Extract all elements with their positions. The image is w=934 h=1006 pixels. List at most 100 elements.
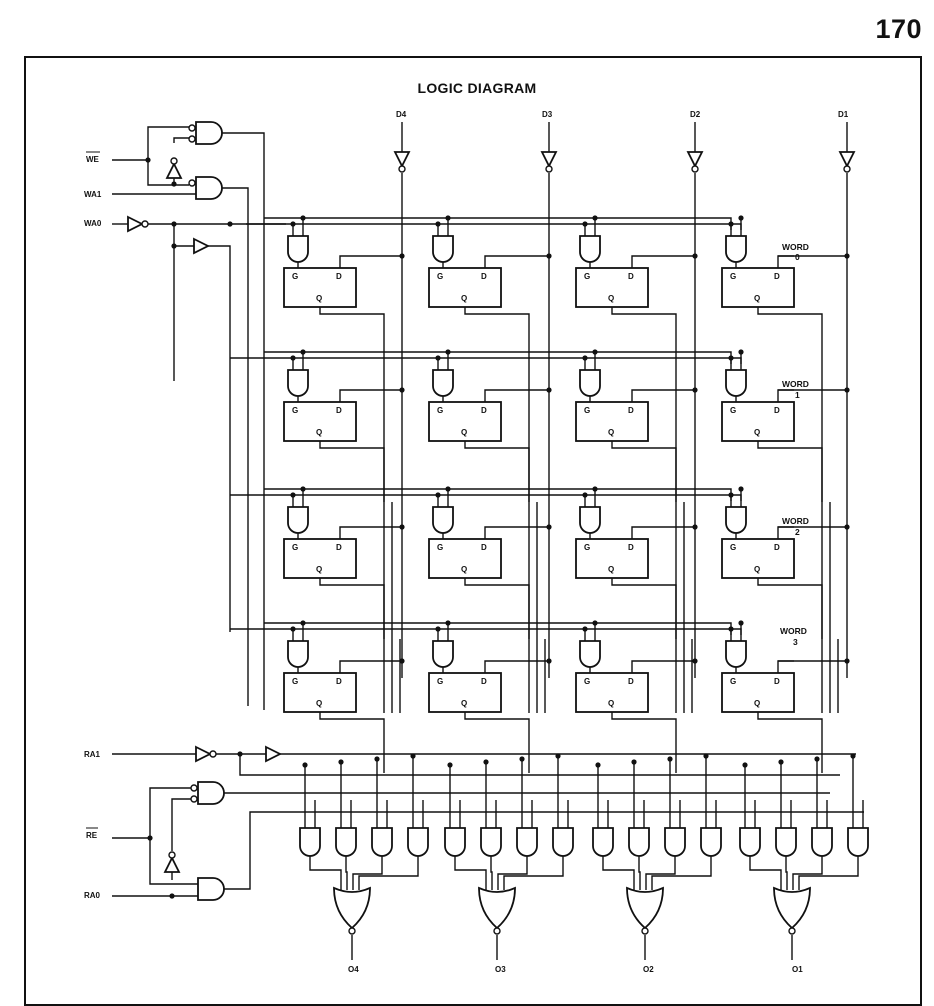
- wire: [352, 856, 383, 890]
- and-gate: [725, 640, 747, 668]
- junction-dot: [546, 387, 552, 393]
- diagram-title: LOGIC DIAGRAM: [417, 80, 537, 96]
- junction-dot: [302, 762, 308, 768]
- inversion-bubble: [190, 795, 198, 803]
- inversion-bubble: [348, 927, 356, 935]
- junction-dot: [227, 221, 233, 227]
- wire: [757, 307, 823, 368]
- wire: [631, 389, 695, 402]
- latch-box: [428, 267, 502, 308]
- wire: [319, 578, 385, 639]
- and-gate: [371, 827, 393, 857]
- d4-label: D4: [396, 110, 407, 119]
- inversion-bubble: [170, 157, 178, 165]
- wire: [631, 526, 695, 539]
- buffer-gate: [686, 151, 704, 169]
- latch-data-label: D: [628, 677, 634, 686]
- wire: [319, 307, 385, 368]
- junction-dot: [738, 349, 744, 355]
- latch-gate-label: G: [292, 677, 298, 686]
- latch-box: [575, 538, 649, 579]
- junction-dot: [692, 658, 698, 664]
- latch-gate-label: G: [730, 543, 736, 552]
- junction-dot: [738, 486, 744, 492]
- and-gate: [287, 369, 309, 397]
- latch-data-label: D: [628, 272, 634, 281]
- wire: [777, 660, 847, 673]
- latch-data-label: D: [481, 272, 487, 281]
- ra0-label: RA0: [84, 891, 101, 900]
- junction-dot: [546, 524, 552, 530]
- latch-box: [721, 267, 795, 308]
- o2-label: O2: [643, 965, 654, 974]
- latch-data-label: D: [481, 543, 487, 552]
- latch-q-label: Q: [608, 428, 614, 437]
- latch-q-label: Q: [461, 565, 467, 574]
- junction-dot: [169, 893, 175, 899]
- and-gate: [432, 235, 454, 263]
- and-gate: [444, 827, 466, 857]
- latch-box: [283, 401, 357, 442]
- and-gate: [299, 827, 321, 857]
- latch-q-label: Q: [608, 699, 614, 708]
- latch-q-label: Q: [461, 699, 467, 708]
- wire: [464, 578, 530, 639]
- and-gate: [516, 827, 538, 857]
- latch-data-label: D: [628, 543, 634, 552]
- inversion-bubble: [168, 851, 176, 859]
- junction-dot: [844, 658, 850, 664]
- and-gate: [847, 827, 869, 857]
- o1-label: O1: [792, 965, 803, 974]
- word2-index: 2: [795, 527, 800, 537]
- d1-label: D1: [838, 110, 849, 119]
- and-gate: [628, 827, 650, 857]
- junction-dot: [447, 762, 453, 768]
- buffer-gate: [127, 215, 145, 233]
- we-label: WE: [86, 155, 100, 164]
- wa0-label: WA0: [84, 219, 102, 228]
- latch-q-label: Q: [316, 294, 322, 303]
- and-gate: [725, 235, 747, 263]
- and-gate: [407, 827, 429, 857]
- junction-dot: [410, 753, 416, 759]
- wire: [757, 441, 823, 502]
- latch-box: [721, 672, 795, 713]
- wire: [464, 712, 530, 773]
- wire: [777, 389, 847, 402]
- junction-dot: [738, 620, 744, 626]
- junction-dot: [703, 753, 709, 759]
- wire: [454, 856, 487, 890]
- latch-q-label: Q: [754, 699, 760, 708]
- inversion-bubble: [398, 165, 406, 173]
- inversion-bubble: [188, 124, 196, 132]
- wire: [611, 441, 677, 502]
- wire: [339, 526, 402, 539]
- wire: [264, 217, 732, 230]
- wire: [777, 255, 847, 268]
- wire: [173, 224, 194, 247]
- and-gate: [700, 827, 722, 857]
- latch-q-label: Q: [461, 294, 467, 303]
- junction-dot: [850, 753, 856, 759]
- wire: [484, 660, 549, 673]
- and-gate: [579, 640, 601, 668]
- wire: [645, 856, 676, 890]
- wire: [112, 126, 189, 161]
- wire: [319, 712, 385, 773]
- wire: [464, 307, 530, 368]
- wire: [264, 351, 732, 364]
- wire: [208, 245, 231, 632]
- wire: [264, 622, 732, 635]
- latch-data-label: D: [336, 543, 342, 552]
- latch-box: [575, 401, 649, 442]
- inversion-bubble: [545, 165, 553, 173]
- latch-box: [428, 538, 502, 579]
- and-gate: [432, 640, 454, 668]
- junction-dot: [147, 835, 153, 841]
- and-gate: [579, 506, 601, 534]
- wire: [112, 787, 191, 839]
- wire: [171, 798, 191, 851]
- wire: [602, 856, 635, 890]
- wire: [222, 132, 265, 710]
